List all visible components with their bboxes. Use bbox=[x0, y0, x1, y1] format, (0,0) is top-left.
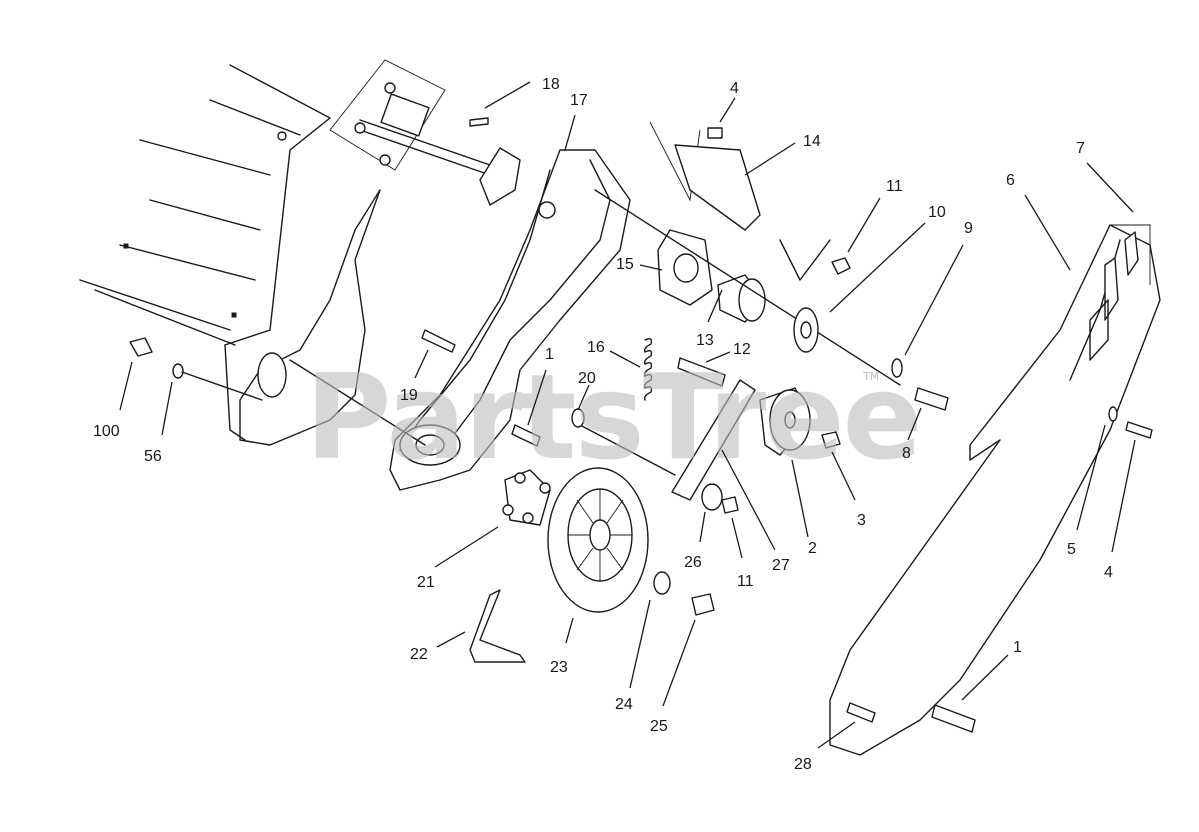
callout-22: 22 bbox=[410, 646, 428, 663]
callout-23: 23 bbox=[550, 659, 568, 676]
callout-4-right: 4 bbox=[1104, 564, 1113, 581]
nut-100 bbox=[129, 337, 153, 357]
callout-14: 14 bbox=[803, 133, 821, 150]
hex-nut bbox=[831, 257, 851, 275]
bolt-19 bbox=[421, 329, 456, 353]
nut bbox=[821, 431, 841, 449]
callout-24: 24 bbox=[615, 696, 633, 713]
callout-1-mid: 1 bbox=[545, 346, 554, 363]
bolt-1 bbox=[511, 424, 541, 447]
callout-20: 20 bbox=[578, 370, 596, 387]
frame-housing bbox=[79, 64, 381, 446]
callout-21: 21 bbox=[417, 574, 435, 591]
washer-56 bbox=[172, 363, 184, 379]
callout-100: 100 bbox=[93, 423, 120, 440]
bracket bbox=[649, 121, 831, 281]
drive-pulley bbox=[547, 467, 649, 613]
bolt-1b bbox=[931, 704, 976, 733]
callout-2: 2 bbox=[808, 540, 817, 557]
washer-5 bbox=[1108, 406, 1118, 422]
callout-56: 56 bbox=[144, 448, 162, 465]
shaft-assembly bbox=[329, 59, 521, 206]
bolt-28 bbox=[846, 702, 876, 723]
callout-17: 17 bbox=[570, 92, 588, 109]
mounting-plate bbox=[657, 229, 713, 306]
callout-18: 18 bbox=[542, 76, 560, 93]
callout-4-top: 4 bbox=[730, 80, 739, 97]
callout-6: 6 bbox=[1006, 172, 1015, 189]
belt bbox=[469, 589, 526, 663]
leader-lines bbox=[119, 81, 1136, 749]
callout-28: 28 bbox=[794, 756, 812, 773]
flange-washer-hole bbox=[800, 321, 812, 339]
callout-3: 3 bbox=[857, 512, 866, 529]
callout-15: 15 bbox=[616, 256, 634, 273]
callout-10: 10 bbox=[928, 204, 946, 221]
nut-25 bbox=[691, 593, 715, 616]
callout-12: 12 bbox=[733, 341, 751, 358]
callout-1-right: 1 bbox=[1013, 639, 1022, 656]
callout-11-bottom: 11 bbox=[737, 573, 754, 590]
bolt bbox=[914, 387, 949, 411]
belt-cover bbox=[829, 224, 1161, 756]
chain-case-plate bbox=[389, 149, 631, 491]
callout-19: 19 bbox=[400, 387, 418, 404]
washer-24 bbox=[653, 571, 671, 595]
bushing bbox=[717, 274, 766, 323]
callout-16: 16 bbox=[587, 339, 605, 356]
callout-labels: 18 17 4 14 11 10 9 6 7 15 13 12 16 20 1 … bbox=[93, 76, 1113, 773]
callout-5: 5 bbox=[1067, 541, 1076, 558]
callout-27: 27 bbox=[772, 557, 790, 574]
callout-8: 8 bbox=[902, 445, 911, 462]
watermark-text: PartsTree bbox=[305, 348, 921, 486]
watermark-trademark: TM bbox=[862, 370, 879, 383]
callout-7: 7 bbox=[1076, 140, 1085, 157]
callout-13: 13 bbox=[696, 332, 714, 349]
callout-25: 25 bbox=[650, 718, 668, 735]
nut-11b bbox=[721, 496, 739, 514]
idler-arm bbox=[671, 379, 756, 501]
bolt-4b bbox=[1125, 421, 1153, 439]
callout-26: 26 bbox=[684, 554, 702, 571]
idler-pulley bbox=[759, 387, 811, 456]
callout-11-top: 11 bbox=[886, 178, 903, 195]
callout-9: 9 bbox=[964, 220, 973, 237]
spring bbox=[643, 337, 653, 401]
coupler bbox=[502, 469, 551, 526]
washer bbox=[891, 358, 903, 378]
pin bbox=[677, 357, 726, 387]
washer-26 bbox=[701, 483, 723, 511]
